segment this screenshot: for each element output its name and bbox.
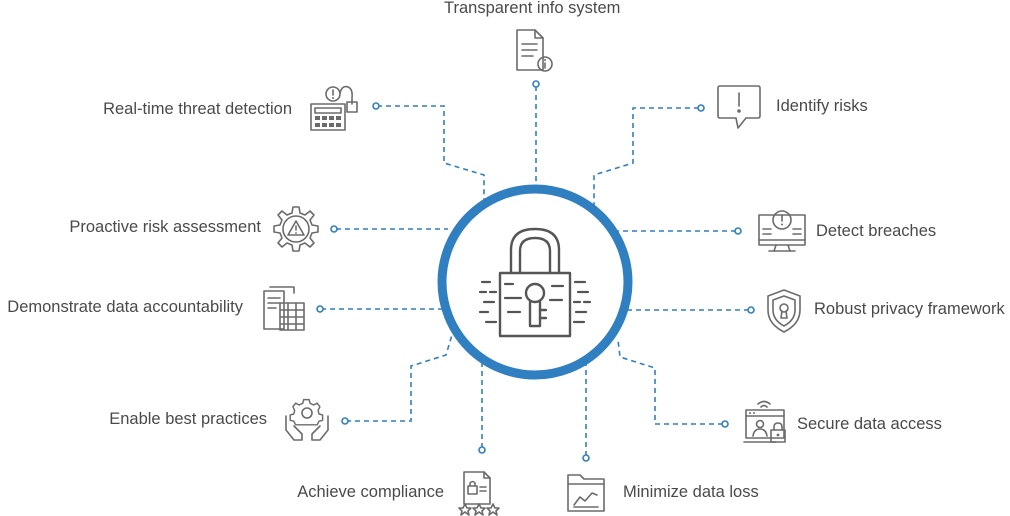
label-minimize-data-loss: Minimize data loss [623, 483, 759, 501]
dot-detect [734, 227, 742, 235]
padlock-data-icon [478, 227, 592, 338]
label-secure-data-access: Secure data access [797, 415, 942, 433]
connector-enable [346, 334, 453, 422]
keypad-alert-icon [310, 85, 358, 131]
monitor-alert-icon [758, 210, 806, 252]
shield-keyhole-icon [767, 289, 801, 333]
connector-identify [593, 107, 699, 208]
documents-spreadsheet-icon [263, 286, 305, 331]
connector-realtime [377, 105, 485, 205]
label-demonstrate-data-accountability: Demonstrate data accountability [7, 298, 243, 316]
certificate-stars-icon [458, 471, 500, 516]
label-enable-best-practices: Enable best practices [109, 410, 267, 428]
laptop-lock-icon [743, 400, 786, 443]
gear-warning-icon [273, 206, 319, 252]
dot-identify [697, 104, 705, 112]
dot-enable [341, 417, 349, 425]
label-real-time-threat-detection: Real-time threat detection [103, 100, 292, 118]
document-info-icon [516, 29, 553, 72]
center-ring [437, 184, 633, 380]
dot-proactive [330, 225, 338, 233]
connector-secure [617, 339, 723, 425]
endpoint-dots [316, 80, 755, 462]
dot-demonstrate [316, 305, 324, 313]
dot-secure [721, 420, 729, 428]
label-proactive-risk-assessment: Proactive risk assessment [69, 218, 261, 236]
center-hub [437, 184, 633, 380]
speech-bubble-exclamation-icon [717, 85, 761, 129]
dot-achieve [478, 446, 486, 454]
dot-robust [747, 306, 755, 314]
dot-transparent [532, 80, 540, 88]
hands-gear-icon [285, 398, 329, 441]
dot-minimize [582, 454, 590, 462]
dot-realtime [372, 102, 380, 110]
label-achieve-compliance: Achieve compliance [297, 483, 444, 501]
connectors [321, 86, 749, 456]
label-robust-privacy-framework: Robust privacy framework [814, 300, 1005, 318]
label-identify-risks: Identify risks [776, 97, 868, 115]
folder-chart-icon [567, 474, 605, 512]
label-detect-breaches: Detect breaches [816, 222, 937, 240]
label-transparent-info-system: Transparent info system [444, 0, 621, 17]
